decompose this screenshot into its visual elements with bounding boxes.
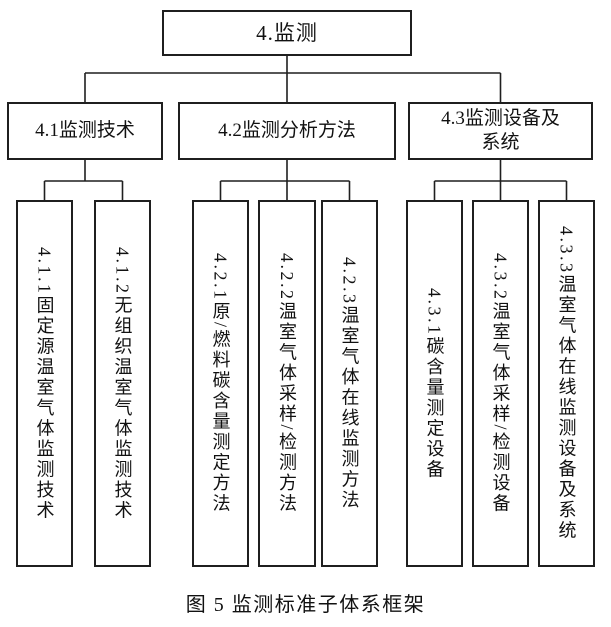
node-4-1-2: 4.1.2无组织温室气体监测技术 — [94, 200, 151, 567]
node-4-1: 4.1监测技术 — [7, 102, 163, 160]
node-4-3-2: 4.3.2温室气体采样/检测设备 — [472, 200, 529, 567]
connector-path — [43, 56, 568, 200]
node-4-2-1: 4.2.1原/燃料碳含量测定方法 — [192, 200, 249, 567]
node-label: 4.3.3温室气体在线监测设备及系统 — [556, 226, 577, 541]
node-label: 4.2监测分析方法 — [218, 120, 356, 142]
node-4-2-3: 4.2.3温室气体在线监测方法 — [321, 200, 378, 567]
node-4-3: 4.3监测设备及 系统 — [408, 102, 593, 160]
node-4-3-1: 4.3.1碳含量测定设备 — [406, 200, 463, 567]
node-4-1-1: 4.1.1固定源温室气体监测技术 — [16, 200, 73, 567]
node-label: 4.1.2无组织温室气体监测技术 — [112, 246, 133, 521]
node-label: 4.监测 — [256, 20, 318, 45]
node-label: 4.1监测技术 — [35, 120, 135, 142]
node-label: 4.2.2温室气体采样/检测方法 — [277, 252, 297, 514]
node-4-2: 4.2监测分析方法 — [178, 102, 396, 160]
node-label: 4.3监测设备及 系统 — [441, 108, 560, 153]
figure-caption: 图 5 监测标准子体系框架 — [185, 594, 426, 616]
node-label: 4.2.3温室气体在线监测方法 — [339, 256, 360, 511]
node-4-3-3: 4.3.3温室气体在线监测设备及系统 — [538, 200, 595, 567]
node-4-2-2: 4.2.2温室气体采样/检测方法 — [258, 200, 316, 567]
node-label: 4.1.1固定源温室气体监测技术 — [34, 246, 55, 521]
node-label: 4.2.1原/燃料碳含量测定方法 — [210, 252, 231, 514]
node-label: 4.3.1碳含量测定设备 — [424, 287, 445, 480]
node-4-monitoring: 4.监测 — [162, 10, 412, 56]
node-label: 4.3.2温室气体采样/检测设备 — [490, 252, 511, 514]
